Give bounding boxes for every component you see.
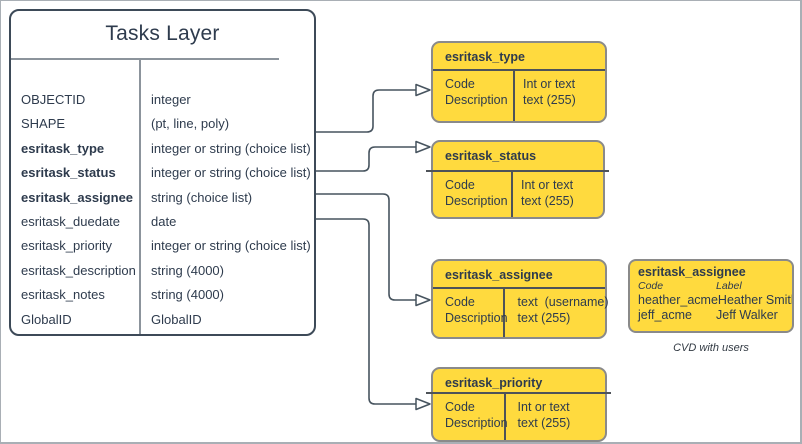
connector-priority — [315, 218, 416, 405]
choice-table-title: esritask_assignee — [445, 268, 553, 282]
connector-assignee — [315, 193, 416, 301]
header-divider — [433, 69, 605, 71]
cvd-column-headers: Code Label — [638, 280, 792, 293]
field-type: (pt, line, poly) — [151, 116, 230, 132]
choice-table-title: esritask_priority — [445, 376, 543, 390]
cvd-ellipsis: .... — [638, 322, 652, 333]
choice-table-priority: esritask_priority Code Description Int o… — [426, 367, 611, 442]
choice-table-status: esritask_status Code Description Int or … — [426, 140, 609, 219]
cvd-entry: jeff_acme Jeff Walker — [638, 308, 792, 323]
cvd-caption: CVD with users — [673, 342, 749, 354]
column-divider — [503, 287, 505, 337]
field-name: esritask_description — [21, 262, 136, 278]
cvd-col-label: Label — [716, 280, 742, 292]
connector-status — [315, 146, 416, 172]
column-divider — [504, 392, 506, 440]
cvd-label: Heather Smith — [717, 293, 794, 307]
arrowhead-icon — [415, 397, 431, 411]
field-name: esritask_duedate — [21, 213, 121, 229]
field-row: GlobalID GlobalID — [11, 308, 314, 332]
field-row: esritask_type integer or string (choice l… — [11, 137, 314, 161]
arrowhead-icon — [415, 83, 431, 97]
field-name: SHAPE — [21, 116, 66, 132]
field-type: integer — [151, 92, 191, 107]
field-name: esritask_type — [21, 140, 105, 156]
column-divider — [513, 69, 515, 121]
attr-cell: Code Description — [445, 77, 508, 107]
choice-table-title: esritask_status — [445, 149, 537, 163]
field-name: esritask_status — [21, 165, 116, 181]
attr-cell: Code Description — [445, 400, 508, 430]
field-type: integer or string (choice list) — [151, 140, 311, 156]
field-row: esritask_notes string (4000) — [11, 283, 314, 307]
attr-cell: Code Description — [445, 178, 508, 208]
tasks-layer-table: Tasks Layer OBJECTID integer SHAPE (pt, li… — [9, 9, 316, 336]
cvd-entry: heather_acme Heather Smith — [638, 293, 792, 308]
attr-cell: Code Description — [445, 295, 508, 325]
field-type: string (4000) — [151, 262, 224, 278]
field-name: esritask_notes — [21, 287, 105, 303]
field-row: OBJECTID integer — [11, 88, 314, 112]
header-divider — [426, 392, 611, 394]
field-name: esritask_priority — [21, 238, 113, 254]
field-row: SHAPE (pt, line, poly) — [11, 112, 314, 136]
title-divider — [11, 58, 279, 60]
column-divider — [511, 170, 513, 217]
field-row: esritask_description string (4000) — [11, 259, 314, 283]
header-divider — [426, 170, 609, 172]
choice-table-type: esritask_type Code Description Int or te… — [431, 41, 607, 123]
cvd-code: jeff_acme — [638, 308, 692, 322]
cvd-col-code: Code — [638, 280, 664, 292]
type-cell: Int or text text (255) — [523, 77, 576, 107]
field-type: GlobalID — [151, 311, 202, 327]
type-cell: Int or text text (255) — [521, 178, 574, 208]
field-type: integer or string (choice list) — [151, 238, 311, 254]
field-name: OBJECTID — [21, 92, 86, 107]
choice-table-title: esritask_type — [445, 50, 525, 64]
field-type: string (4000) — [151, 287, 224, 303]
type-cell: Int or text text (255) — [517, 400, 571, 430]
cvd-label: Jeff Walker — [716, 308, 778, 322]
connector-type — [315, 89, 416, 133]
field-row: esritask_assignee string (choice list) — [11, 186, 314, 210]
arrowhead-icon — [415, 293, 431, 307]
arrowhead-icon — [415, 140, 431, 154]
cvd-code: heather_acme — [638, 293, 718, 307]
field-row: esritask_priority integer or string (choi… — [11, 234, 314, 258]
field-row: esritask_status integer or string (choice… — [11, 161, 314, 185]
choice-table-assignee: esritask_assignee Code Description text … — [431, 259, 609, 339]
field-name: esritask_assignee — [21, 189, 134, 205]
cvd-list-box: esritask_assignee Code Label heather_acm… — [628, 259, 794, 333]
tasks-layer-title: Tasks Layer — [105, 22, 220, 45]
field-row: esritask_duedate date — [11, 210, 314, 234]
field-rows: OBJECTID integer SHAPE (pt, line, poly) es… — [11, 88, 314, 332]
header-divider — [433, 287, 605, 289]
field-type: string (choice list) — [151, 189, 253, 205]
field-type: integer or string (choice list) — [151, 165, 311, 181]
cvd-title: esritask_assignee — [638, 265, 746, 279]
field-type: date — [151, 213, 177, 229]
type-cell: text (username) text (255) — [517, 295, 609, 325]
column-divider — [139, 58, 141, 334]
field-name: GlobalID — [21, 311, 72, 327]
